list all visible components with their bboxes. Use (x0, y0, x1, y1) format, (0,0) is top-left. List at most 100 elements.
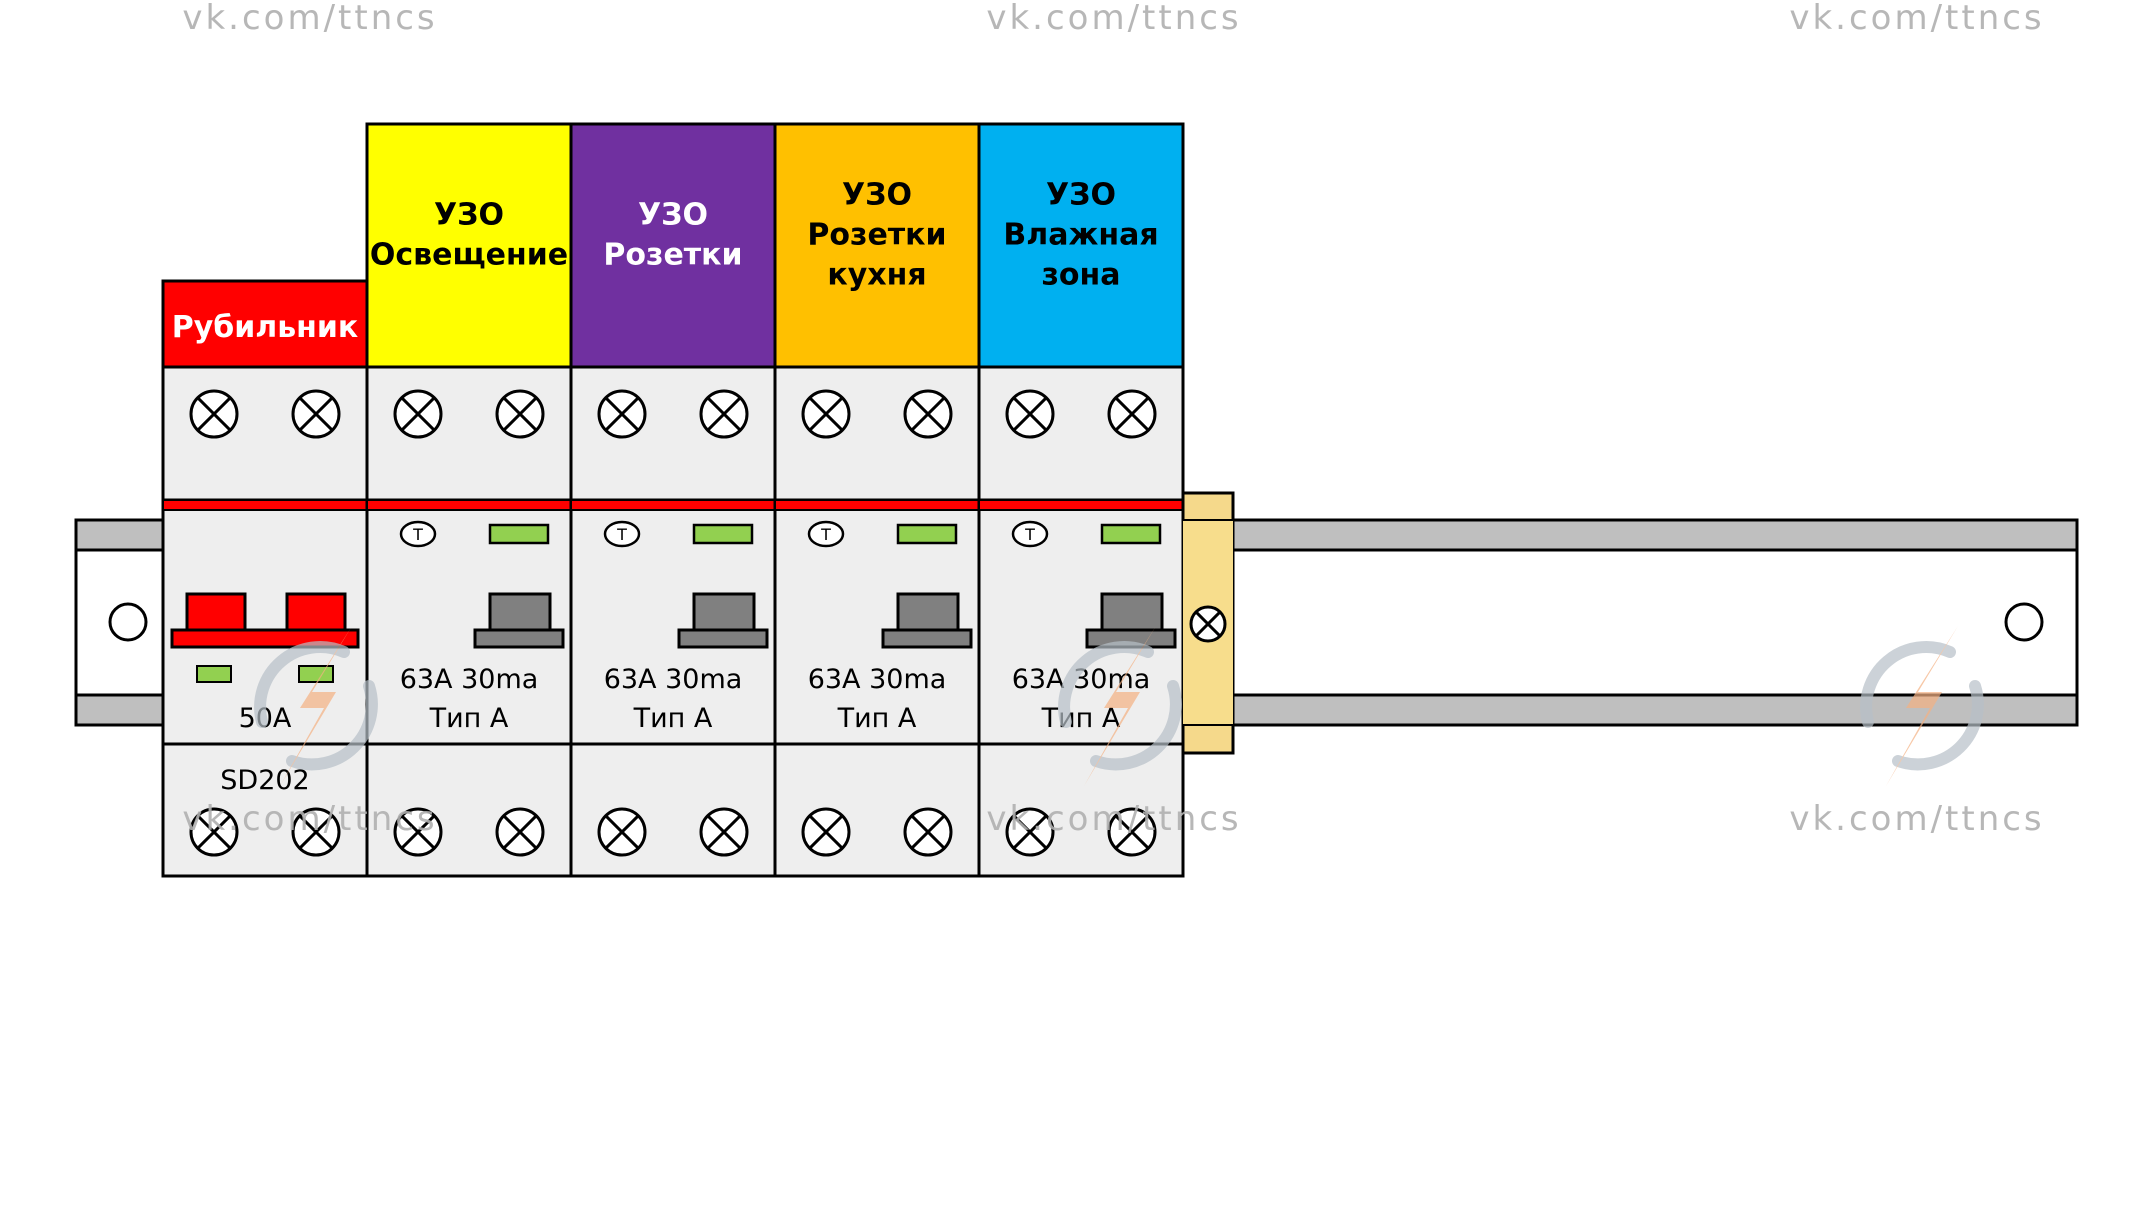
screw-slot (1195, 611, 1221, 637)
test-button-outline (603, 520, 641, 548)
terminal-screw-icon (1005, 807, 1055, 857)
test-button-outline (807, 520, 845, 548)
rcd-handle (1100, 592, 1164, 632)
watermark-text: vk.com/ttncs (1789, 799, 2044, 839)
logo-bolt (280, 626, 352, 786)
terminal-block-bottom (569, 742, 777, 878)
lightning-logo-icon (1860, 626, 1984, 786)
terminal-screw-icon (597, 389, 647, 439)
screw-slot (400, 396, 436, 432)
rcd-handle-base (881, 628, 973, 649)
module-header-line: Освещение (370, 238, 568, 273)
red-separator-bar (774, 499, 980, 511)
test-button-label: T (616, 525, 627, 544)
rail-mount-hole-left (108, 602, 148, 642)
terminal-screw-icon (393, 807, 443, 857)
test-button-icon: T (1011, 520, 1049, 548)
test-button-label: T (820, 525, 831, 544)
test-button-icon: T (807, 520, 845, 548)
terminal-block-top (569, 365, 777, 502)
watermark-text: vk.com/ttncs (182, 0, 437, 38)
terminal-screw-icon (495, 389, 545, 439)
screw-slot (502, 396, 538, 432)
screw-slot (808, 814, 844, 850)
rcd-handle (488, 592, 552, 632)
terminal-screw-icon (699, 389, 749, 439)
module-header-line: УЗО (434, 198, 504, 233)
logo-bolt (1886, 626, 1958, 786)
terminal-screw-icon (189, 807, 239, 857)
screw-slot (706, 396, 742, 432)
logo-arc (254, 641, 350, 728)
rcd-handle (692, 592, 756, 632)
lightning-logo-icon (1058, 626, 1182, 786)
switch-handle-left (185, 592, 247, 632)
module-header-line: Рубильник (172, 310, 359, 345)
red-separator-bar (978, 499, 1184, 511)
terminal-screw-icon (393, 389, 443, 439)
status-indicator (692, 523, 754, 545)
test-button-outline (399, 520, 437, 548)
test-button-outline (1011, 520, 1049, 548)
screw-slot (298, 396, 334, 432)
terminal-screw-icon (1005, 389, 1055, 439)
module-header (569, 122, 777, 369)
terminal-block-bottom (365, 742, 573, 878)
type-label: Тип А (1041, 703, 1121, 734)
module-header-line: УЗО (638, 198, 708, 233)
terminal-screw-icon (801, 389, 851, 439)
logo-arc (1058, 641, 1154, 728)
module-header (773, 122, 981, 369)
status-indicator-right (298, 665, 334, 683)
terminal-block-bottom (977, 742, 1185, 878)
screw-slot (604, 396, 640, 432)
screw-slot (910, 396, 946, 432)
rcd-handle-base (473, 628, 565, 649)
switch-handle-right (285, 592, 347, 632)
logo-arc (1090, 680, 1182, 771)
terminal-screw-icon (291, 807, 341, 857)
watermark-text: vk.com/ttncs (182, 799, 437, 839)
rating-label: 63А 30ma (604, 664, 743, 695)
terminal-block-bottom (773, 742, 981, 878)
logo-bolt (1084, 626, 1156, 786)
lightning-logo-icon (254, 626, 378, 786)
module-header-line: Розетки (807, 218, 946, 253)
module-header (977, 122, 1185, 369)
status-indicator-left (196, 665, 232, 683)
rating-label: 63А 30ma (400, 664, 539, 695)
rcd-handle-base (677, 628, 769, 649)
red-separator-bar (570, 499, 776, 511)
terminal-block-top (365, 365, 573, 502)
module-header-line: зона (1041, 258, 1120, 293)
logo-arc (1860, 641, 1956, 728)
terminal-screw-icon (801, 807, 851, 857)
terminal-block-top (161, 365, 369, 502)
logo-arc (286, 680, 378, 771)
screw-slot (604, 814, 640, 850)
status-indicator (488, 523, 550, 545)
screw-slot (196, 814, 232, 850)
type-label: Тип А (633, 703, 713, 734)
terminal-screw-icon (189, 389, 239, 439)
red-separator-bar (366, 499, 572, 511)
terminal-screw-icon (1107, 807, 1157, 857)
status-indicator (1100, 523, 1162, 545)
clamp-screw-icon (1189, 605, 1227, 643)
module-header-line: кухня (827, 258, 926, 293)
screw-slot (1012, 814, 1048, 850)
logo-arc (1892, 680, 1984, 771)
test-button-label: T (412, 525, 423, 544)
terminal-block-top (773, 365, 981, 502)
test-button-icon: T (603, 520, 641, 548)
module-header-line: Розетки (603, 238, 742, 273)
screw-slot (706, 814, 742, 850)
screw-slot (1114, 396, 1150, 432)
